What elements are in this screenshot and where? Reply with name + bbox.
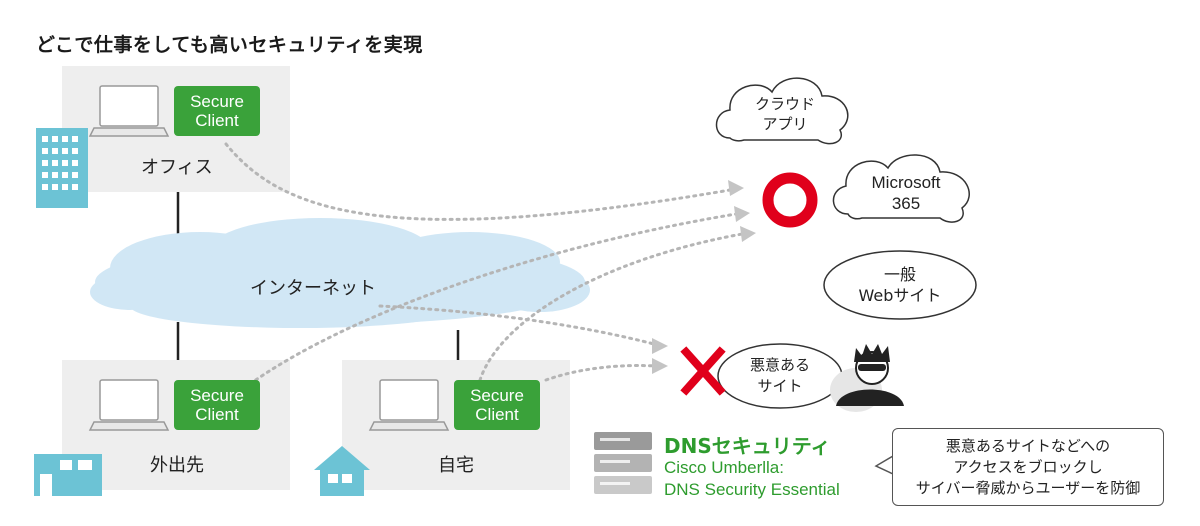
secure-client-badge-remote: Secure Client <box>174 380 260 430</box>
microsoft-cloud <box>832 154 970 223</box>
internet-cloud <box>90 218 590 328</box>
cloud-app-label: クラウド アプリ <box>754 95 815 133</box>
store-icon <box>34 454 102 496</box>
callout-tail <box>874 455 894 475</box>
flow-home-malicious <box>544 364 658 382</box>
dns-title: DNSセキュリティ <box>664 434 831 458</box>
microsoft-label: Microsoft 365 <box>871 173 941 213</box>
allow-ring-icon <box>762 172 818 228</box>
block-x-icon <box>680 346 726 396</box>
laptop-icon <box>88 85 170 137</box>
office-building-icon <box>36 128 88 208</box>
laptop-icon <box>88 379 170 431</box>
remote-label: 外出先 <box>150 455 204 476</box>
malicious-label: 悪意ある サイト <box>749 356 810 395</box>
server-stack-icon <box>594 432 652 494</box>
laptop-icon <box>368 379 450 431</box>
flow-remote-ms <box>248 212 738 386</box>
secure-client-badge-home: Secure Client <box>454 380 540 430</box>
dns-product-line1: Cisco Umberlla: <box>664 458 784 477</box>
home-label: 自宅 <box>438 455 474 476</box>
secure-client-badge-office: Secure Client <box>174 86 260 136</box>
web-label: 一般 Webサイト <box>858 265 942 305</box>
dns-callout: 悪意あるサイトなどへの アクセスをブロックし サイバー脅威からユーザーを防御 <box>892 428 1164 506</box>
internet-label: インターネット <box>250 278 376 299</box>
flow-paths <box>224 142 744 386</box>
web-ellipse <box>823 250 977 320</box>
flow-arrowheads <box>652 180 756 374</box>
dns-product-line2: DNS Security Essential <box>664 480 840 499</box>
cloud-app-cloud <box>715 77 849 145</box>
flow-internet-malicious <box>378 304 656 346</box>
house-icon <box>314 446 370 496</box>
flow-home-web <box>478 232 744 382</box>
page-title: どこで仕事をしても高いセキュリティを実現 <box>36 34 423 56</box>
hacker-icon <box>830 344 904 412</box>
flow-office-cloud <box>224 142 732 221</box>
office-label: オフィス <box>141 157 213 178</box>
